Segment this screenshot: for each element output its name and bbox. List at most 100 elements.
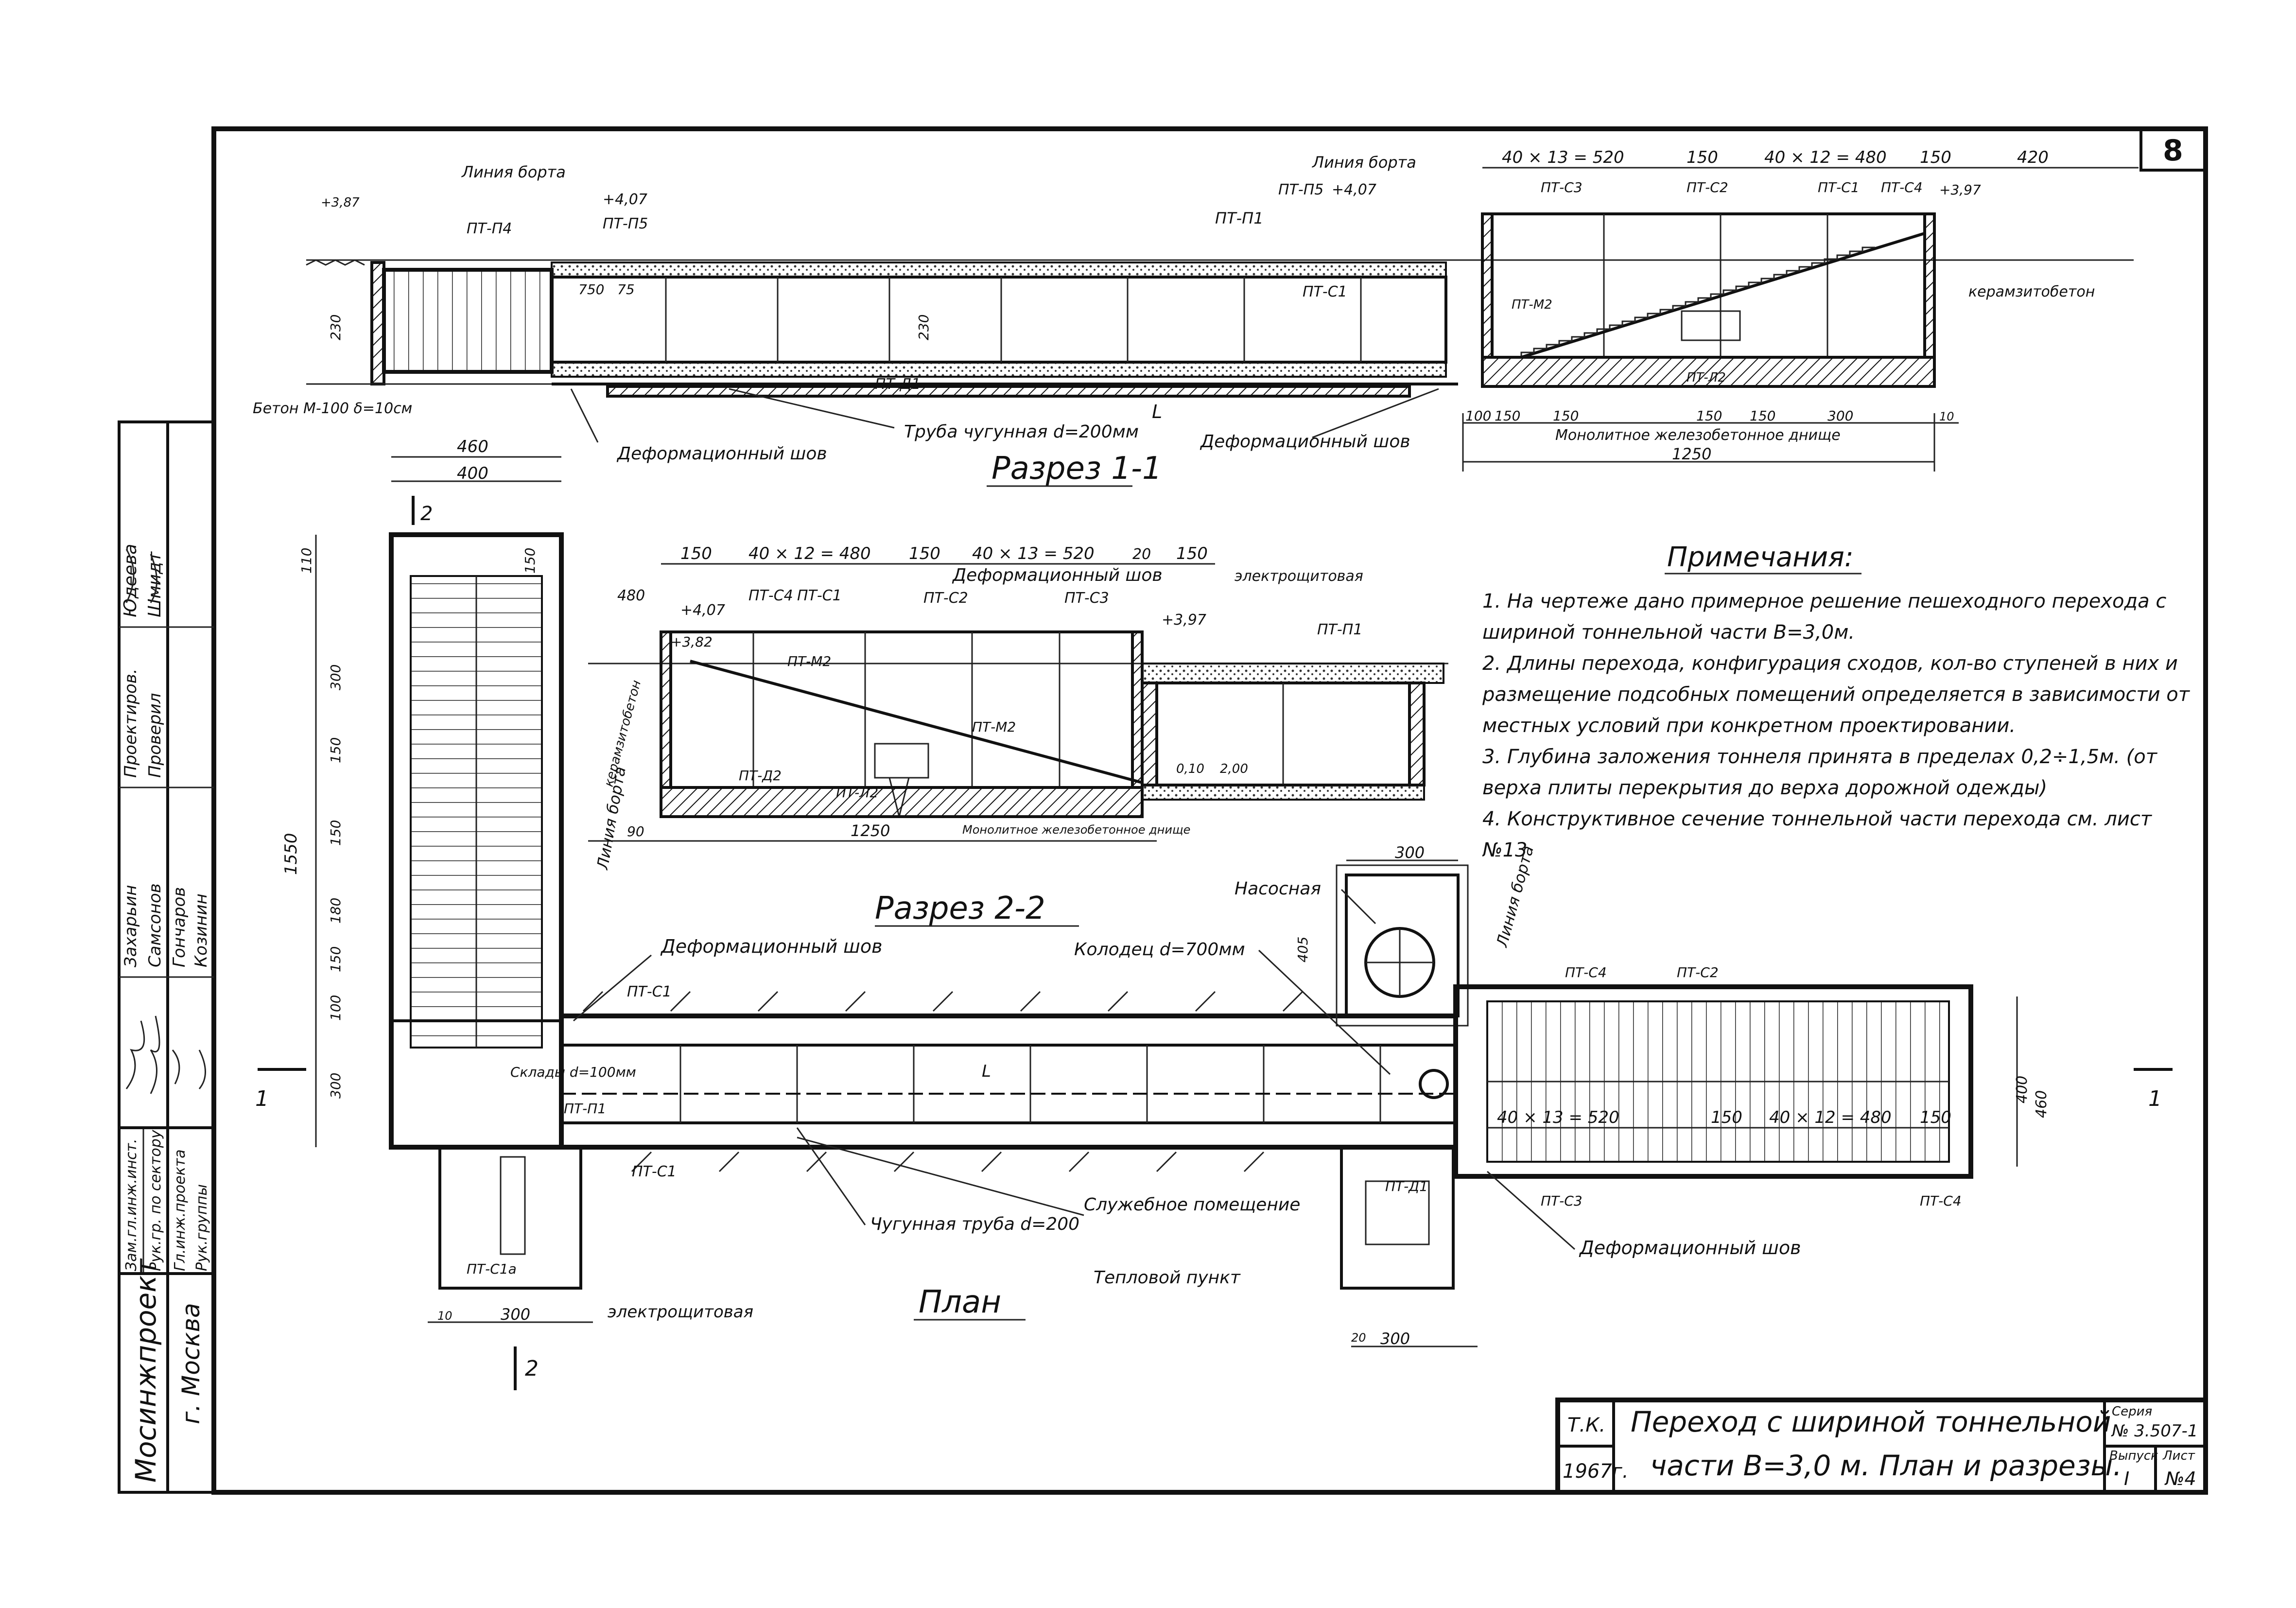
stamp-name-3: Гончаров: [170, 887, 189, 967]
s1-top-dim-5: 420: [2017, 148, 2049, 167]
plan-right-dim-4: 150: [1920, 1108, 1951, 1127]
s1-keramzit: керамзитобетон: [1968, 283, 2095, 300]
plan-dim-405: 405: [1295, 937, 1311, 962]
s1-pt-s3: ПТ-С3: [1541, 179, 1583, 195]
plan-left-dim-9: 300: [328, 1073, 344, 1099]
plan-dim-460b: 460: [2033, 1090, 2050, 1118]
s1-pt-p5-a: ПТ-П5: [603, 215, 648, 232]
plan-left-dim-2: 150: [522, 548, 538, 574]
section-marker-2-top: 2: [420, 503, 433, 525]
section-marker-1-left: 1: [255, 1086, 269, 1111]
plan-L: L: [982, 1062, 991, 1081]
tb-vol-value: I: [2124, 1468, 2129, 1489]
s1-dim-150c: 150: [1696, 408, 1722, 424]
stamp-check-2: Проверил: [145, 693, 165, 778]
s1-deform-a: Деформационный шов: [616, 444, 827, 464]
s1-pt-d1: ПТ-Д1: [875, 376, 921, 393]
s1-elev-right: +3,97: [1939, 182, 1981, 198]
s2-top-dim-3: 150: [909, 544, 940, 563]
section-marker-1-right: 1: [2148, 1086, 2162, 1111]
tb-doc-number: № 3.507-1: [2111, 1421, 2198, 1441]
tb-doc-label: Серия: [2112, 1404, 2152, 1419]
s1-dim-300: 300: [1827, 408, 1853, 424]
s2-pt-m2: ПТ-М2: [787, 653, 831, 669]
s1-elev-407-b: +4,07: [1332, 181, 1376, 198]
stamp-role-3: Гл.инж.проекта: [172, 1149, 189, 1271]
s1-pt-s2: ПТ-С2: [1687, 179, 1728, 195]
s1-top-dim-2: 150: [1687, 148, 1718, 167]
s1-liniya-borta-left: Линия борта: [461, 163, 566, 181]
s1-dim-1250: 1250: [1672, 445, 1711, 463]
stamp-name-2: Самсонов: [145, 883, 165, 967]
plan-switchboard: электрощитовая: [608, 1302, 753, 1322]
s1-dim-750: 750: [578, 281, 604, 297]
s2-pt-s3: ПТ-С3: [1064, 590, 1109, 607]
s1-elev-left: +3,87: [321, 195, 360, 210]
stamp-name-4: Козинин: [191, 893, 211, 967]
s2-elev-407: +4,07: [680, 602, 725, 619]
stamp-name-1: Захарьин: [121, 885, 140, 967]
s1-dim-150: 150: [1495, 408, 1520, 424]
tb-title-1: Переход с шириной тоннельной: [1631, 1405, 2111, 1438]
s1-top-dim-4: 150: [1920, 148, 1951, 167]
stamp-role-4: Рук.группы: [193, 1184, 210, 1271]
stamp-org: Мосинжпроект: [129, 1258, 162, 1483]
tb-sheet-label: Лист: [2162, 1449, 2195, 1463]
plan-left-dim-3: 300: [328, 664, 344, 690]
s1-dim-230: 230: [328, 315, 344, 340]
s2-pt-s1: ПТ-С1: [797, 587, 842, 604]
s2-top-dim-4: 40 × 13 = 520: [972, 544, 1095, 563]
section-2-2: 150 40 × 12 = 480 150 40 × 13 = 520 20 1…: [588, 544, 1448, 927]
s1-cast-pipe: Труба чугунная d=200мм: [904, 422, 1139, 442]
s1-dim-10: 10: [1939, 410, 1954, 423]
plan-pt-s4-b: ПТ-С4: [1920, 1193, 1962, 1209]
plan-pump-room: Насосная: [1235, 879, 1321, 899]
note-item-1: 1. На чертеже дано примерное решение пеш…: [1482, 590, 2167, 644]
sheet-number: 8: [2163, 134, 2183, 168]
plan: 1 1 2 2 460 400 1550 110 150 300 150 150…: [255, 437, 2173, 1390]
plan-pt-d1: ПТ-Д1: [1385, 1178, 1428, 1194]
title-block: Т.К. 1967г. Переход с шириной тоннельной…: [1555, 1398, 2208, 1495]
plan-dim-300: 300: [501, 1305, 530, 1324]
s2-dim-010: 0,10: [1176, 762, 1204, 776]
plan-dim-20: 20: [1351, 1331, 1366, 1345]
s2-elev-397: +3,97: [1162, 612, 1206, 629]
s1-deform-b: Деформационный шов: [1200, 432, 1410, 452]
note-item-4: 4. Конструктивное сечение тоннельной час…: [1482, 808, 2152, 861]
s1-monolithic: Монолитное железобетонное днище: [1555, 427, 1841, 444]
stamp-role-1: Зам.гл.инж.инст.: [123, 1138, 140, 1271]
plan-dim-400: 400: [457, 464, 488, 483]
s2-top-dim-5: 20: [1132, 546, 1151, 563]
plan-well: Колодец d=700мм: [1074, 940, 1245, 960]
stamp-role-2: Рук.гр. по сектору: [147, 1129, 164, 1271]
notes-title: Примечания:: [1667, 542, 1854, 573]
section-marker-2-bottom: 2: [525, 1356, 539, 1381]
tb-title-2: части В=3,0 м. План и разрезы.: [1650, 1449, 2122, 1482]
s2-pt-l2: ПТ-Л2: [836, 785, 878, 801]
plan-dim-460: 460: [457, 437, 488, 456]
plan-drain: Склады d=100мм: [510, 1064, 636, 1080]
s2-top-dim-6: 150: [1176, 544, 1208, 563]
s2-dim-90: 90: [627, 823, 644, 839]
s2-pt-m2b: ПТ-М2: [972, 719, 1016, 735]
s2-dim-200: 2,00: [1220, 762, 1248, 776]
s2-segments: [752, 632, 1061, 787]
s2-dim-1250: 1250: [851, 821, 890, 840]
stamp-person-1: Юдеева: [121, 544, 140, 617]
s1-pt-s4: ПТ-С4: [1881, 179, 1923, 195]
plan-pt-s4: ПТ-С4: [1565, 964, 1607, 980]
s2-switchboard: электрощитовая: [1235, 568, 1363, 585]
tb-year: 1967г.: [1563, 1460, 1629, 1483]
plan-pt-s2: ПТ-С2: [1677, 964, 1719, 980]
plan-left-dim-7: 150: [328, 946, 344, 972]
s2-pt-d2: ПТ-Д2: [739, 768, 782, 784]
s2-deform: Деформационный шов: [952, 565, 1163, 585]
s1-pt-l2: ПТ-Л2: [1687, 370, 1726, 385]
plan-cast-pipe: Чугунная труба d=200: [870, 1214, 1079, 1234]
plan-right-dim-1: 40 × 13 = 520: [1497, 1108, 1619, 1127]
note-item-3: 3. Глубина заложения тоннеля принята в п…: [1482, 746, 2157, 799]
note-item-2: 2. Длины перехода, конфигурация сходов, …: [1482, 652, 2190, 737]
plan-left-dim-4: 150: [328, 737, 344, 763]
s1-pt-s1: ПТ-С1: [1303, 283, 1347, 300]
